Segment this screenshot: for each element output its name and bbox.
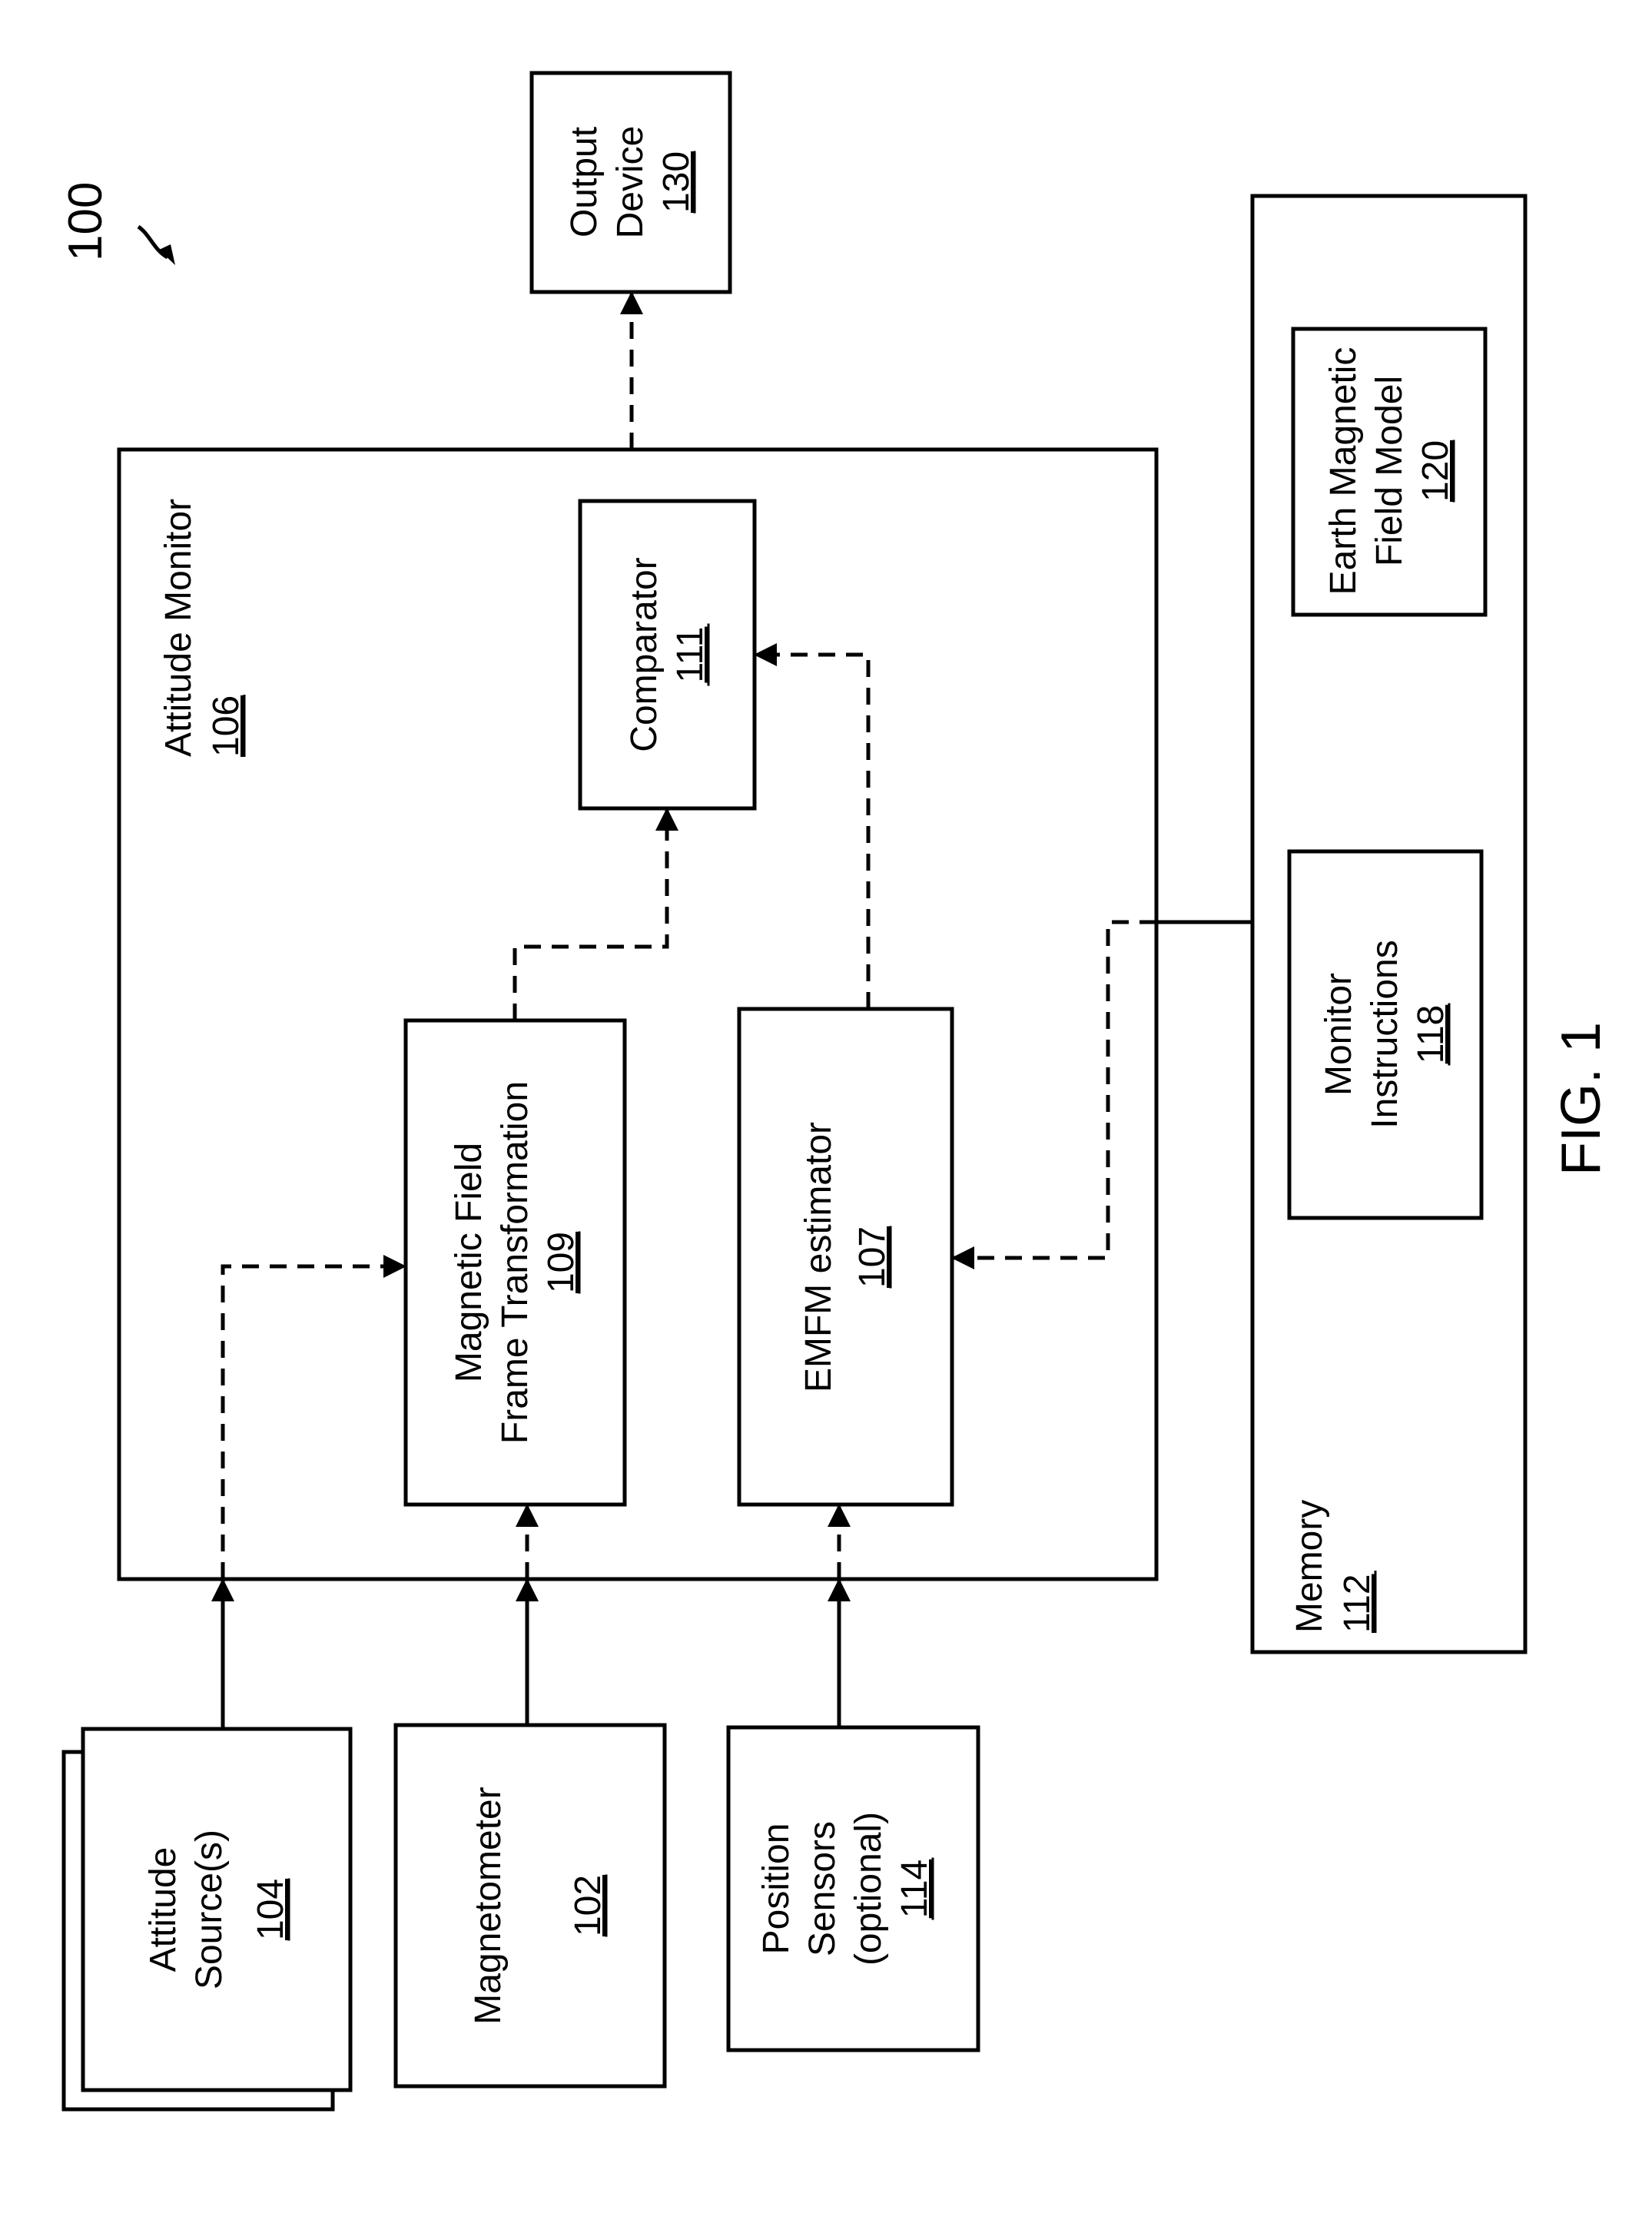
magnetometer-box [396, 1725, 665, 2086]
memory-label-line: Memory [1289, 1500, 1330, 1633]
magnetometer-label-line: Magnetometer [468, 1787, 509, 2025]
transformation-label-line: Magnetic Field [449, 1143, 489, 1382]
earth-model-label-line: Field Model [1369, 376, 1410, 566]
attitude-source-label-line: Source(s) [189, 1830, 230, 1989]
position-sensors-number: 114 [894, 1860, 935, 1919]
emfm-estimator-box [739, 1009, 952, 1505]
position-sensors-label-line: Position [756, 1823, 797, 1955]
output-device-number: 130 [656, 151, 697, 213]
output-device-label-line: Device [610, 126, 651, 239]
earth-model-label-line: Earth Magnetic [1323, 347, 1364, 596]
comparator-box [580, 501, 755, 808]
attitude-source-number: 104 [250, 1879, 291, 1940]
monitor-instructions-number: 118 [1411, 1005, 1451, 1064]
position-sensors-label-line: Sensors [802, 1821, 843, 1956]
position-sensors-label-line: (optional) [848, 1812, 889, 1966]
transformation-label-line: Frame Transformation [495, 1081, 536, 1444]
monitor-instructions-label-line: Monitor [1319, 973, 1359, 1096]
output-device-label-line: Output [564, 127, 605, 237]
emfm-estimator-number: 107 [852, 1226, 893, 1288]
earth-model-number: 120 [1415, 440, 1456, 502]
monitor-instructions-label-line: Instructions [1365, 940, 1405, 1128]
attitude-source-label-line: Attitude [143, 1847, 184, 1973]
figure-ref-label: 100 [59, 182, 112, 261]
attitude-monitor-label-line: Attitude Monitor [158, 499, 199, 757]
comparator-label-line: Comparator [624, 557, 665, 752]
figure-caption: FIG. 1 [1551, 1022, 1612, 1176]
memory-number: 112 [1337, 1574, 1378, 1633]
attitude-monitor-number: 106 [206, 695, 247, 757]
magnetometer-number: 102 [568, 1875, 609, 1936]
transformation-number: 109 [541, 1232, 582, 1293]
emfm-estimator-label-line: EMFM estimator [798, 1122, 839, 1392]
comparator-number: 111 [670, 627, 711, 683]
